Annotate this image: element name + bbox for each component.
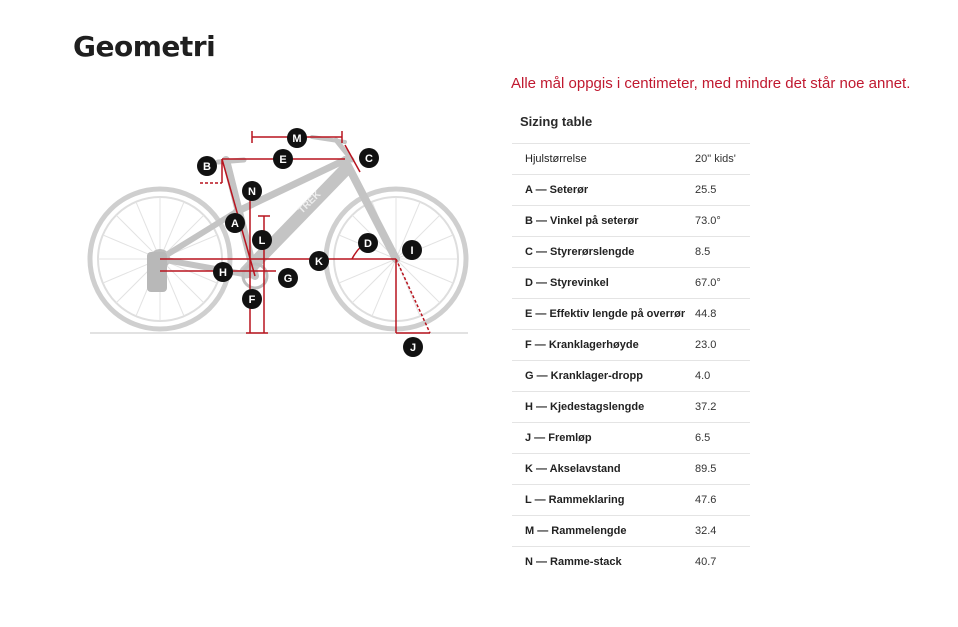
badge-label: H <box>219 267 227 279</box>
badge-i: I <box>402 240 422 260</box>
row-value: 4.0 <box>695 360 750 392</box>
badge-label: J <box>410 342 416 354</box>
badge-label: G <box>284 273 293 285</box>
badge-label: N <box>248 186 256 198</box>
row-value: 32.4 <box>695 515 750 547</box>
badge-label: M <box>292 133 301 145</box>
badge-label: K <box>315 256 323 268</box>
badge-label: C <box>365 153 373 165</box>
badge-e: E <box>273 149 293 169</box>
row-value: 6.5 <box>695 422 750 454</box>
row-label: F — Kranklagerhøyde <box>512 329 695 361</box>
badge-g: G <box>278 268 298 288</box>
badge-l: L <box>252 230 272 250</box>
row-label: M — Rammelengde <box>512 515 695 547</box>
bike-frame <box>157 135 400 280</box>
badge-label: A <box>231 218 239 230</box>
row-label: K — Akselavstand <box>512 453 695 485</box>
badge-label: E <box>279 154 286 166</box>
bike-geometry-diagram: TREK M B E C N A L D I H G K F J <box>87 128 469 357</box>
badge-m: M <box>287 128 307 148</box>
page-title: Geometri <box>73 30 216 63</box>
row-label: H — Kjedestagslengde <box>512 391 695 423</box>
row-value: 67.0° <box>695 267 750 299</box>
row-label: G — Kranklager-dropp <box>512 360 695 392</box>
row-label: E — Effektiv lengde på overrør <box>512 298 695 330</box>
row-label: J — Fremløp <box>512 422 695 454</box>
row-label: B — Vinkel på seterør <box>512 205 695 237</box>
badge-h: H <box>213 262 233 282</box>
row-value: 23.0 <box>695 329 750 361</box>
row-value: 8.5 <box>695 236 750 268</box>
row-value: 25.5 <box>695 174 750 206</box>
badge-label: I <box>410 245 413 257</box>
row-value: 20" kids' <box>695 143 750 175</box>
badge-n: N <box>242 181 262 201</box>
badge-label: F <box>249 294 256 306</box>
badge-k: K <box>309 251 329 271</box>
badge-d: D <box>358 233 378 253</box>
row-label: Hjulstørrelse <box>512 143 695 175</box>
row-label: D — Styrevinkel <box>512 267 695 299</box>
unit-note: Alle mål oppgis i centimeter, med mindre… <box>511 75 911 92</box>
row-label: L — Rammeklaring <box>512 484 695 516</box>
row-value: 89.5 <box>695 453 750 485</box>
sizing-table-title: Sizing table <box>520 114 593 129</box>
row-value: 37.2 <box>695 391 750 423</box>
badge-f: F <box>242 289 262 309</box>
drivetrain <box>147 252 269 292</box>
badge-c: C <box>359 148 379 168</box>
badge-b: B <box>197 156 217 176</box>
row-value: 40.7 <box>695 546 750 577</box>
badge-label: D <box>364 238 372 250</box>
row-label: A — Seterør <box>512 174 695 206</box>
row-label: N — Ramme-stack <box>512 546 695 577</box>
row-value: 44.8 <box>695 298 750 330</box>
row-value: 73.0° <box>695 205 750 237</box>
badge-a: A <box>225 213 245 233</box>
row-value: 47.6 <box>695 484 750 516</box>
badge-j: J <box>403 337 423 357</box>
row-label: C — Styrerørslengde <box>512 236 695 268</box>
badge-label: B <box>203 161 211 173</box>
badge-label: L <box>259 235 266 247</box>
